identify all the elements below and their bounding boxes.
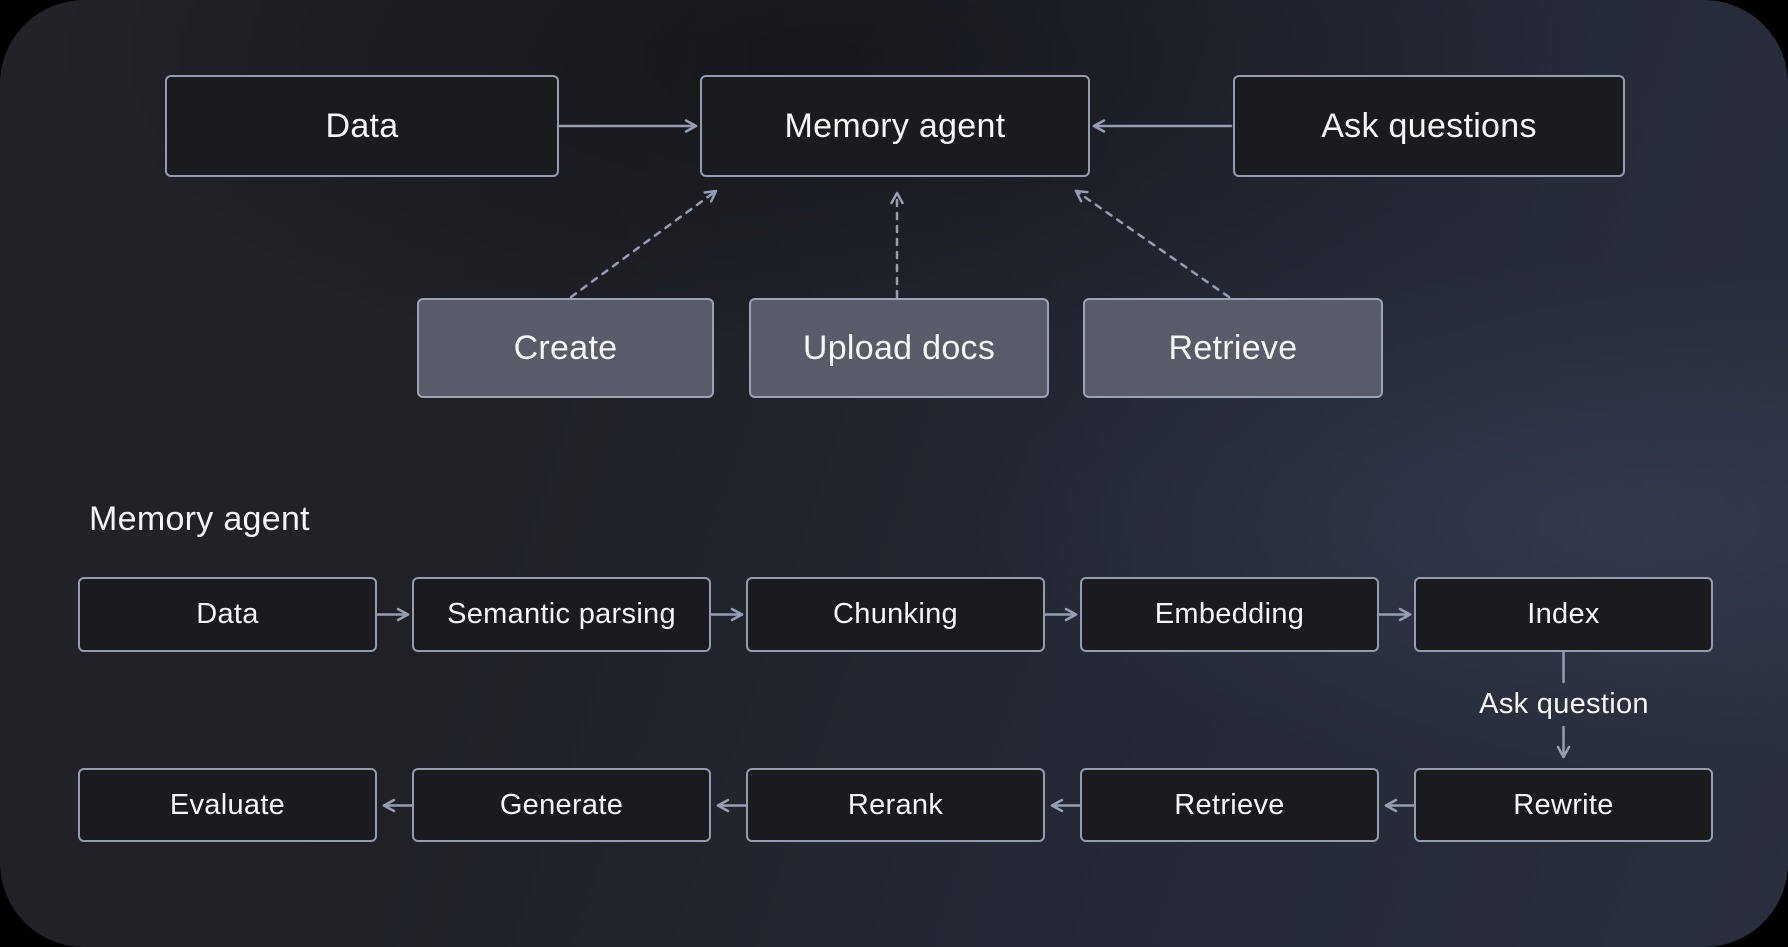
node-evaluate: Evaluate [78, 768, 377, 842]
node-upload-docs: Upload docs [749, 298, 1049, 398]
node-rewrite: Rewrite [1414, 768, 1713, 842]
edge-label-ask-question: Ask question [1479, 688, 1649, 720]
node-memory-agent: Memory agent [700, 75, 1090, 177]
node-create: Create [417, 298, 714, 398]
node-ask-questions: Ask questions [1233, 75, 1625, 177]
node-rerank: Rerank [746, 768, 1045, 842]
dashed-arrow-create-to-memory-agent [569, 189, 718, 299]
node-chunking: Chunking [746, 577, 1045, 652]
node-semantic-parsing: Semantic parsing [412, 577, 711, 652]
node-pipeline-data: Data [78, 577, 377, 652]
node-pipeline-retrieve: Retrieve [1080, 768, 1379, 842]
node-index: Index [1414, 577, 1713, 652]
node-generate: Generate [412, 768, 711, 842]
section-title-memory-agent: Memory agent [89, 500, 310, 538]
node-data-source: Data [165, 75, 559, 177]
node-embedding: Embedding [1080, 577, 1379, 652]
dashed-arrow-retrieve-to-memory-agent [1074, 189, 1231, 299]
node-retrieve-action: Retrieve [1083, 298, 1383, 398]
